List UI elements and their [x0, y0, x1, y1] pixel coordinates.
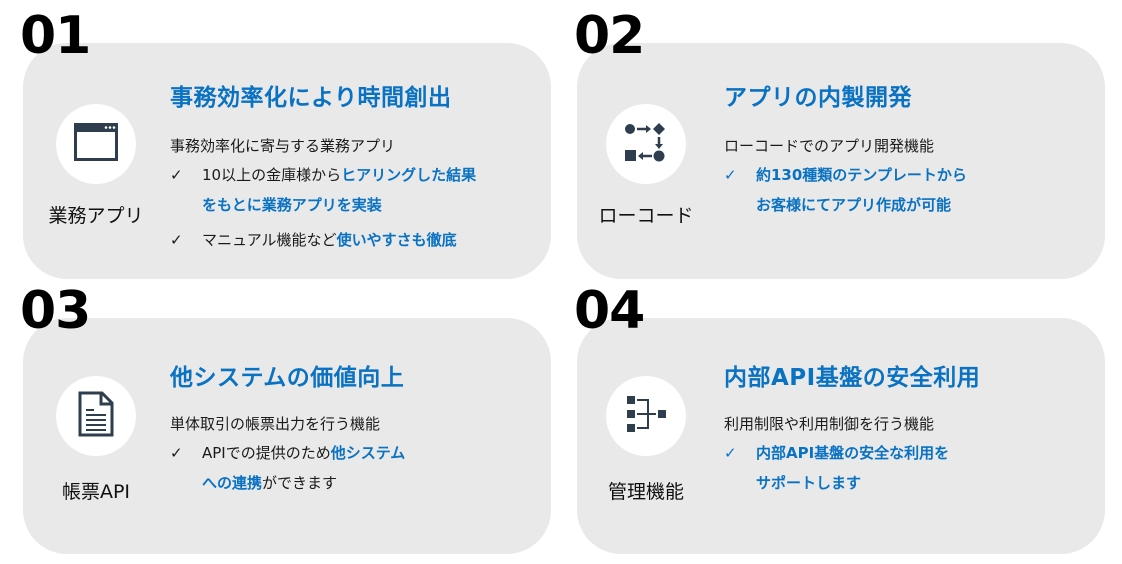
card-description-01: 事務効率化に寄与する業務アプリ — [170, 137, 396, 155]
card-title-01: 事務効率化により時間創出 — [170, 85, 452, 111]
card-number-03: 03 — [20, 281, 91, 341]
workflow-icon — [624, 120, 668, 168]
card-description-03: 単体取引の帳票出力を行う機能 — [170, 415, 381, 433]
icon-label-02: ローコード — [598, 205, 694, 227]
bullet-01-1: ✓10以上の金庫様からヒアリングした結果 をもとに業務アプリを実装 — [170, 160, 476, 220]
icon-circle-02 — [606, 104, 686, 184]
card-number-04: 04 — [574, 281, 645, 341]
icon-circle-04 — [606, 376, 686, 456]
bullet-03-1: ✓APIでの提供のため他システム への連携ができます — [170, 438, 405, 498]
icon-label-03: 帳票API — [61, 481, 131, 503]
check-icon: ✓ — [724, 444, 737, 462]
app-window-icon — [73, 122, 119, 166]
icon-label-01: 業務アプリ — [48, 205, 144, 227]
check-icon: ✓ — [170, 444, 183, 462]
card-title-02: アプリの内製開発 — [724, 85, 912, 111]
card-description-04: 利用制限や利用制御を行う機能 — [724, 415, 935, 433]
bullet-02-1: ✓約130種類のテンプレートから お客様にてアプリ作成が可能 — [724, 160, 967, 220]
icon-label-04: 管理機能 — [607, 481, 684, 503]
icon-circle-03 — [56, 376, 136, 456]
card-title-03: 他システムの価値向上 — [170, 365, 405, 391]
card-number-02: 02 — [574, 6, 645, 66]
hierarchy-icon — [626, 394, 666, 438]
card-number-01: 01 — [20, 6, 91, 66]
check-icon: ✓ — [170, 166, 183, 184]
bullet-01-2: ✓マニュアル機能など使いやすさも徹底 — [170, 225, 457, 255]
check-icon: ✓ — [170, 231, 183, 249]
bullet-04-1: ✓内部API基盤の安全な利用を サポートします — [724, 438, 949, 498]
document-icon — [78, 391, 114, 441]
icon-circle-01 — [56, 104, 136, 184]
check-icon: ✓ — [724, 166, 737, 184]
card-title-04: 内部API基盤の安全利用 — [724, 365, 981, 391]
card-description-02: ローコードでのアプリ開発機能 — [724, 137, 935, 155]
